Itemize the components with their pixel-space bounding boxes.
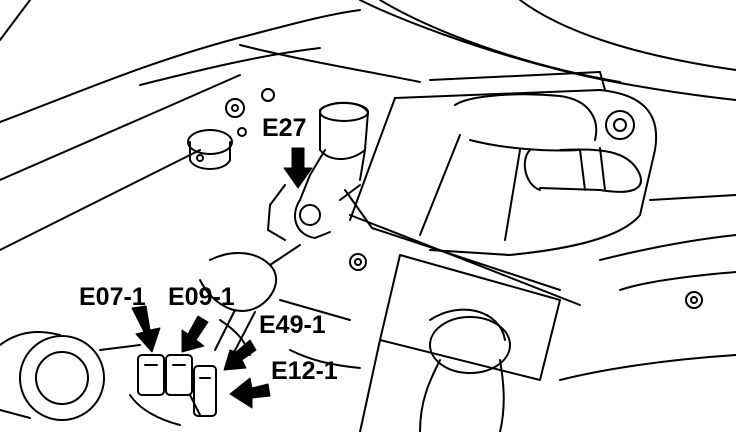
engine-block-lines bbox=[279, 194, 736, 381]
arrow-icon bbox=[131, 305, 161, 353]
callout-arrows bbox=[131, 147, 313, 409]
connector-group bbox=[129, 354, 217, 426]
arrow-icon bbox=[229, 377, 271, 409]
arrow-icon bbox=[283, 147, 313, 189]
callout-e49-1: E49-1 bbox=[259, 311, 326, 339]
strut-tower-left bbox=[187, 88, 275, 170]
body-panel-lines bbox=[0, 0, 736, 251]
connector-icon bbox=[137, 354, 165, 396]
callout-e27: E27 bbox=[262, 114, 307, 142]
callout-e07-1: E07-1 bbox=[79, 283, 146, 311]
arrow-icon bbox=[181, 315, 209, 353]
reservoir bbox=[0, 331, 141, 421]
connector-icon bbox=[165, 354, 193, 396]
connector-icon bbox=[193, 365, 217, 417]
throttle-body bbox=[267, 101, 581, 306]
wiring-harness bbox=[199, 244, 301, 361]
intake-hose bbox=[523, 147, 642, 193]
callout-e12-1: E12-1 bbox=[271, 357, 338, 385]
arrow-icon bbox=[223, 339, 257, 371]
strut-tower-right bbox=[349, 110, 703, 309]
air-cleaner-housing bbox=[349, 71, 658, 256]
callout-e09-1: E09-1 bbox=[168, 283, 235, 311]
battery bbox=[359, 254, 561, 432]
